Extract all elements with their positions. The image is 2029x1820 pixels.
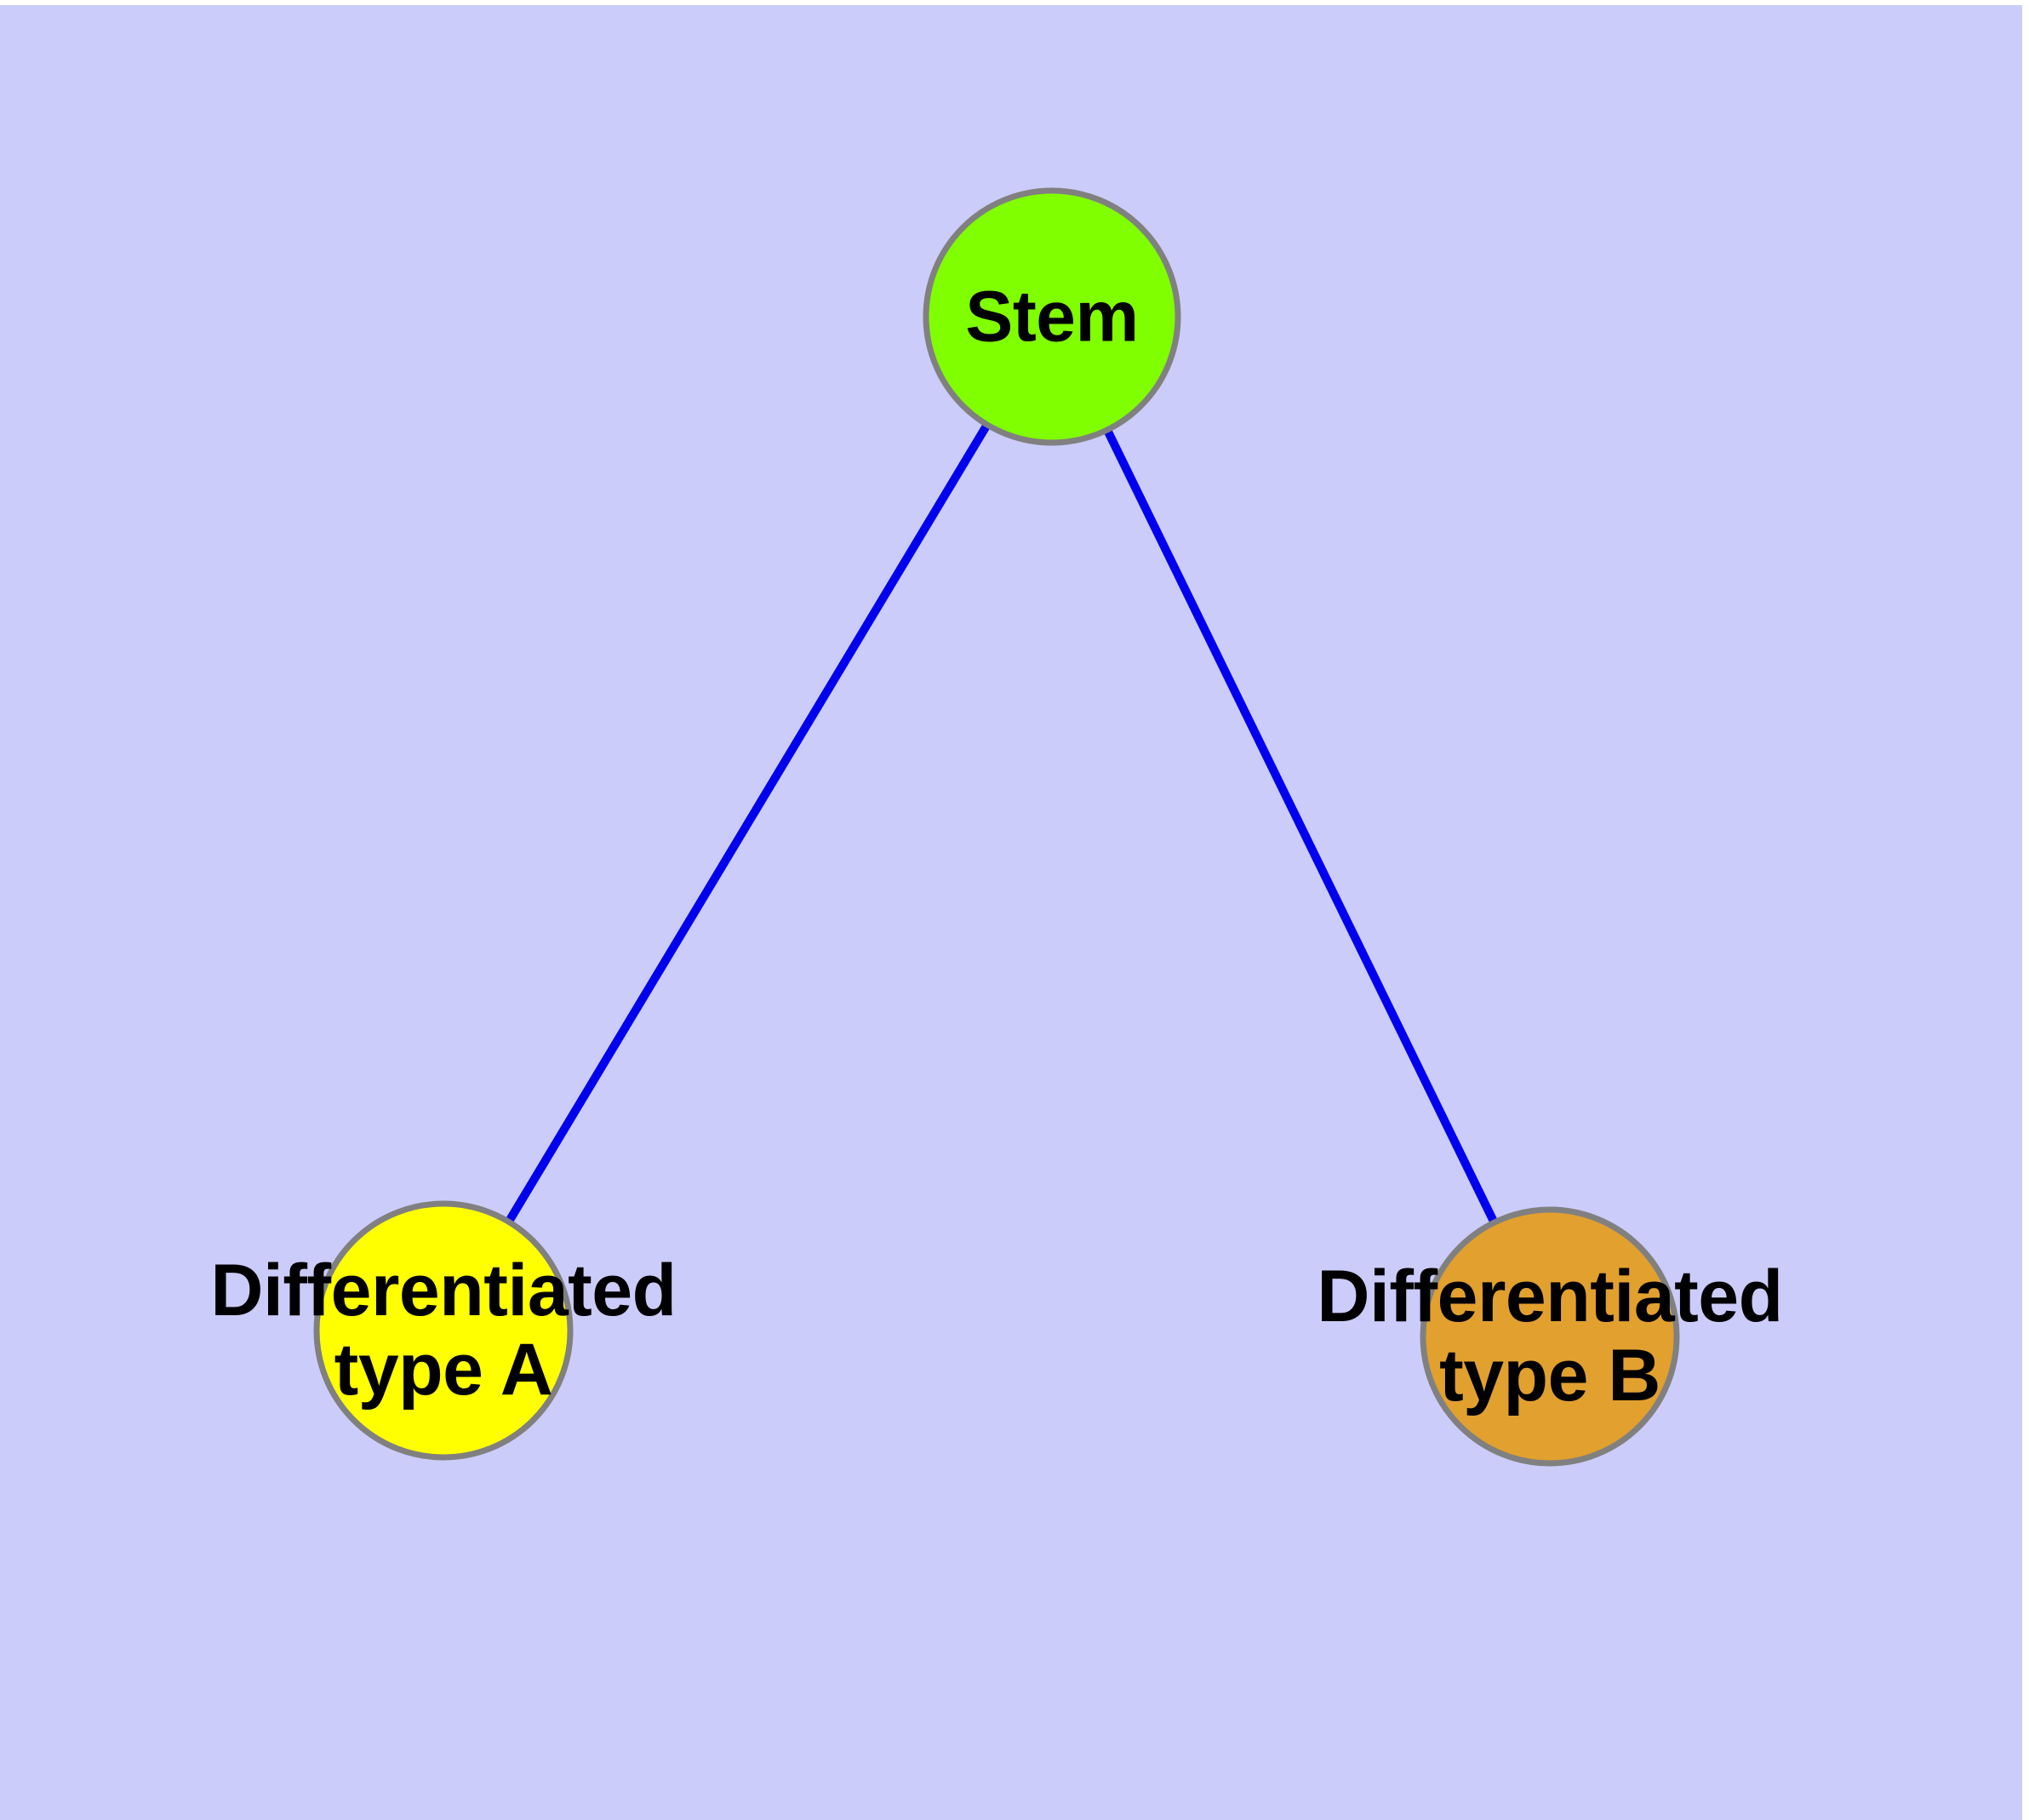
edge-stem-to-diff-b[interactable] <box>1103 427 1499 1225</box>
edge-layer <box>505 422 1499 1225</box>
node-stem[interactable] <box>923 187 1181 446</box>
node-differentiated-type-b[interactable] <box>1420 1206 1680 1467</box>
edge-stem-to-diff-a[interactable] <box>505 422 992 1224</box>
node-layer <box>313 187 1680 1467</box>
node-differentiated-type-a[interactable] <box>313 1200 574 1461</box>
